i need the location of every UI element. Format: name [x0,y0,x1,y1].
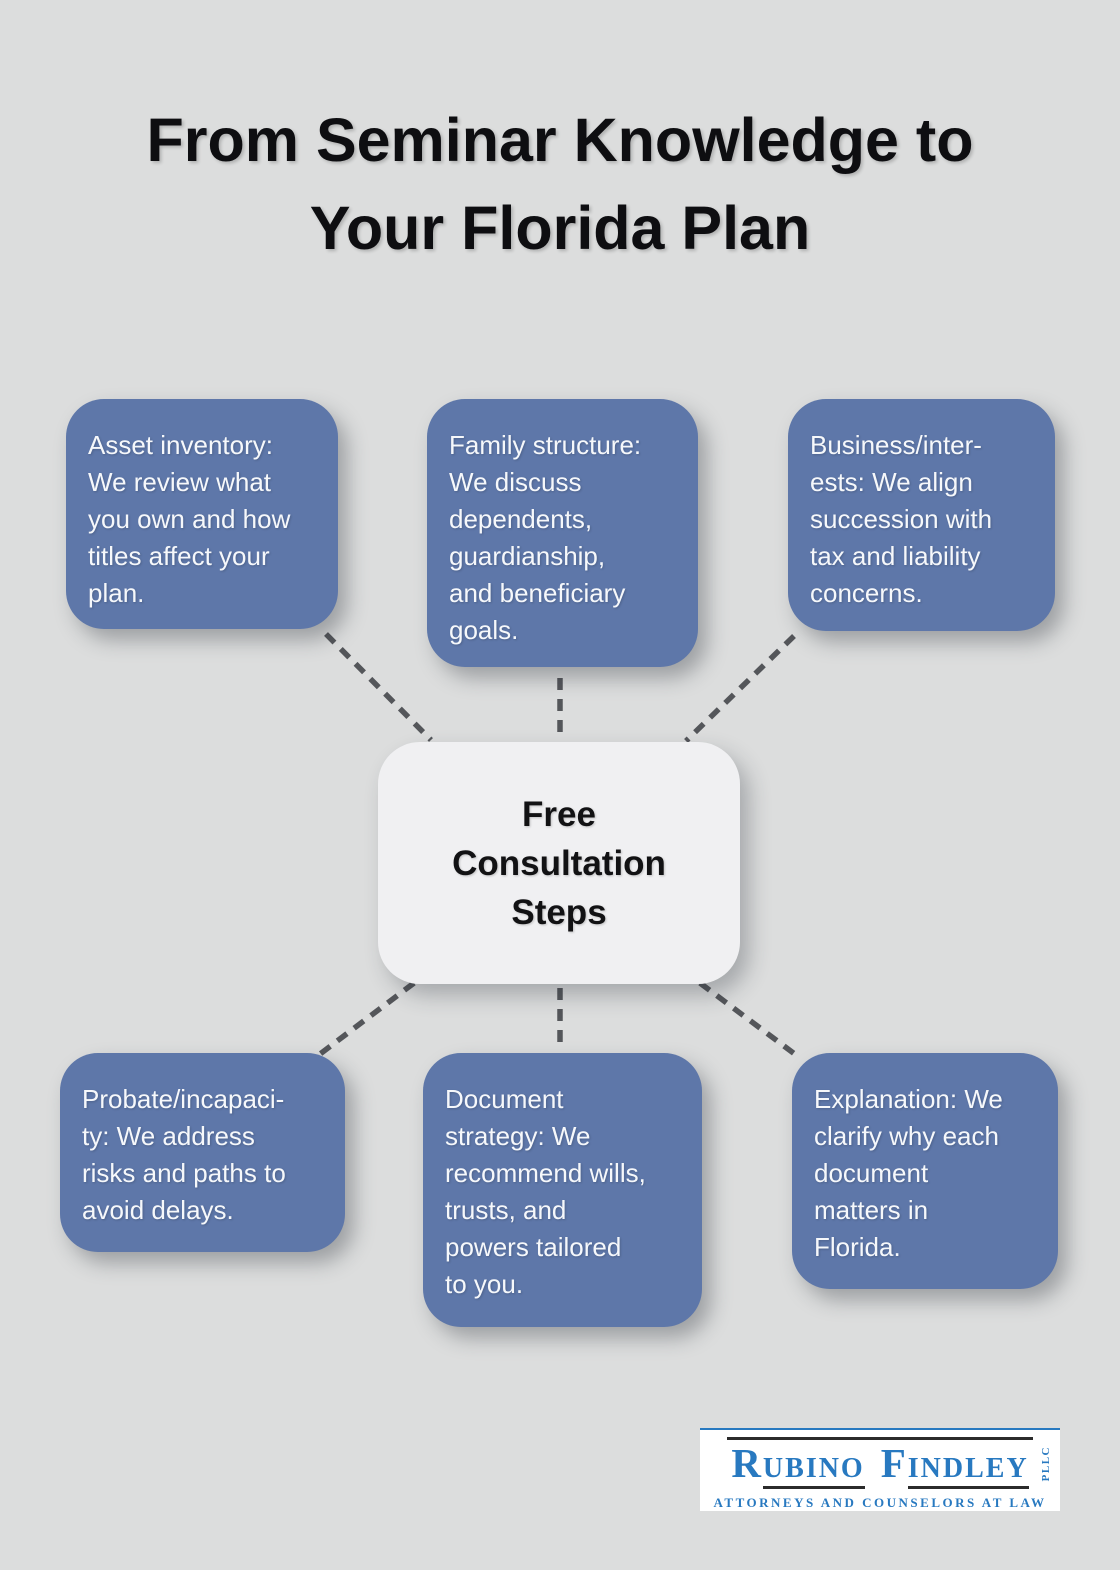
node-business-interests: Business/inter- ests: We align successio… [788,399,1055,631]
connector-line-bottom-left [318,980,416,1057]
logo-findley-rest: INDLEY [907,1455,1029,1489]
connector-line-top-left [324,632,433,742]
node-explanation: Explanation: We clarify why each documen… [792,1053,1058,1289]
logo-tagline: ATTORNEYS AND COUNSELORS AT LAW [713,1495,1047,1510]
logo-pllc-suffix: PLLC [1040,1446,1052,1482]
page-title: From Seminar Knowledge to Your Florida P… [146,106,974,262]
center-node-free-consultation-steps: Free Consultation Steps [378,742,740,984]
logo-rubino-initial: R [731,1440,763,1486]
node-probate-incapacity: Probate/incapaci- ty: We address risks a… [60,1053,345,1252]
logo-findley-initial: F [880,1440,908,1486]
node-document-strategy: Document strategy: We recommend wills, t… [423,1053,702,1327]
connector-line-bottom-right [698,980,798,1058]
connector-line-top-right [684,634,796,743]
node-asset-inventory: Asset inventory: We review what you own … [66,399,338,629]
node-family-structure: Family structure: We discuss dependents,… [427,399,698,667]
logo-rubino-rest: UBINO [762,1455,865,1489]
